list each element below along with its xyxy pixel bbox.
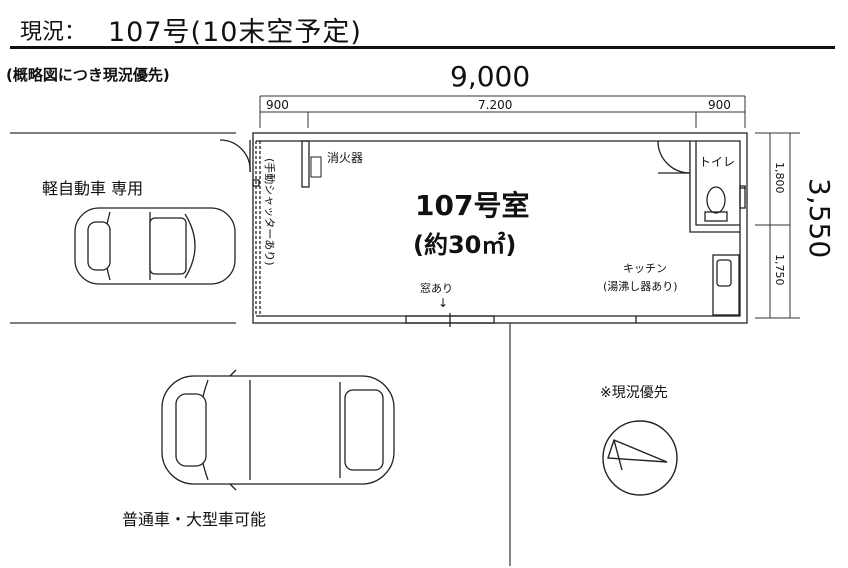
dim-lower-1750: 1,750 bbox=[773, 254, 786, 286]
schematic-note: (概略図につき現況優先) bbox=[6, 66, 170, 84]
room-area: (約30㎡) bbox=[413, 231, 516, 259]
shutter-label: (手動シャッターあり) bbox=[263, 158, 277, 266]
small-car-label: 軽自動車 専用 bbox=[42, 179, 143, 198]
priority-note: ※現況優先 bbox=[600, 385, 668, 401]
large-car-label: 普通車・大型車可能 bbox=[122, 510, 266, 529]
building-walls bbox=[219, 132, 748, 327]
total-width-dimension: 9,000 bbox=[450, 60, 531, 93]
dim-upper-1800: 1,800 bbox=[773, 162, 786, 194]
large-car-icon bbox=[161, 369, 395, 491]
window-label: 窓あり bbox=[420, 281, 453, 295]
status-value: 107号(10末空予定) bbox=[108, 17, 362, 48]
fire-extinguisher-icon bbox=[310, 156, 322, 178]
dim-middle-7200: 7.200 bbox=[478, 98, 512, 112]
total-depth-dimension: 3,550 bbox=[803, 178, 836, 258]
top-dimension-lines bbox=[259, 95, 746, 128]
status-label: 現況： bbox=[20, 20, 87, 45]
small-car-icon bbox=[74, 207, 236, 285]
fire-extinguisher-label: 消火器 bbox=[327, 151, 363, 165]
kitchen-label: キッチン bbox=[623, 262, 667, 275]
toilet-label: トイレ bbox=[699, 155, 735, 169]
dim-left-900: 900 bbox=[266, 98, 289, 112]
dim-right-900: 900 bbox=[708, 98, 731, 112]
window-arrow-icon: ↓ bbox=[438, 296, 448, 310]
kitchen-note: (湯沸し器あり) bbox=[603, 280, 678, 293]
parking-lines bbox=[10, 132, 511, 566]
title-divider bbox=[10, 46, 835, 49]
compass-icon bbox=[602, 420, 678, 496]
right-dimension-lines bbox=[755, 132, 800, 319]
room-name: 107号室 bbox=[415, 189, 529, 222]
